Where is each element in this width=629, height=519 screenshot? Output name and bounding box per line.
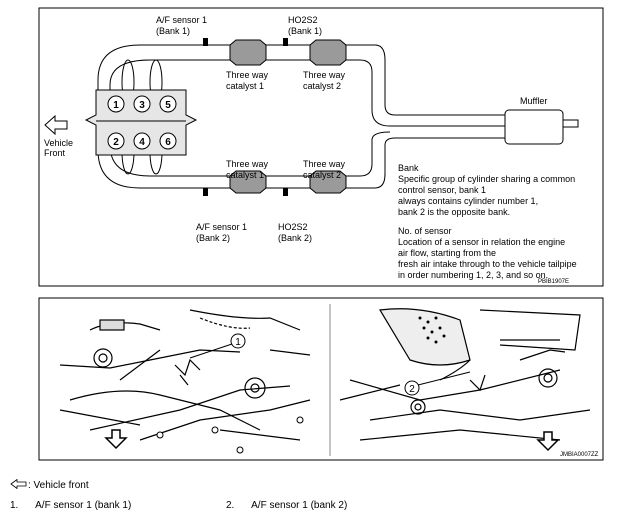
bolt-heads-left <box>156 416 304 454</box>
legend-vehicle-front: : Vehicle front <box>10 478 89 492</box>
legend-vehicle-front-label: : Vehicle front <box>28 480 89 491</box>
label-line: A/F sensor 1 <box>196 222 247 232</box>
legend-item-1-label: A/F sensor 1 (bank 1) <box>35 500 132 511</box>
label-line: always contains cylinder number 1, <box>398 196 538 206</box>
cylinder-3-label: 3 <box>139 100 145 111</box>
label-line: Three way <box>303 70 346 80</box>
label-line: air flow, starting from the <box>398 248 496 258</box>
vehicle-front-arrow-icon <box>44 114 68 136</box>
label-line: Location of a sensor in relation the eng… <box>398 237 565 247</box>
legend-item-1-number: 1. <box>10 500 19 511</box>
cylinder-4 <box>133 132 151 150</box>
label-line: catalyst 2 <box>303 81 341 91</box>
label-line: catalyst 1 <box>226 81 264 91</box>
left-photo-illustration <box>59 309 311 441</box>
label-line: (Bank 2) <box>278 233 312 243</box>
label-line: Three way <box>226 159 269 169</box>
label-line: A/F sensor 1 <box>156 15 207 25</box>
marker-1-leader <box>189 343 233 359</box>
af-sensor-bank1-icon <box>203 38 208 46</box>
label-line: catalyst 2 <box>303 170 341 180</box>
cylinder-5 <box>159 95 177 113</box>
label-line: Three way <box>226 70 269 80</box>
label-line: Front <box>44 148 66 158</box>
catalyst-bottom-2 <box>309 170 347 194</box>
label-line: No. of sensor <box>398 226 452 236</box>
legend-item-2-label: A/F sensor 1 (bank 2) <box>251 500 348 511</box>
ho2s2-bank1-label: HO2S2(Bank 1) <box>288 15 322 36</box>
label-line: HO2S2 <box>278 222 308 232</box>
cylinder-group: 1 3 5 2 4 6 <box>107 95 177 150</box>
af-sensor-bank1-label: A/F sensor 1(Bank 1) <box>156 15 207 36</box>
label-line: Vehicle <box>44 138 73 148</box>
ho2s2-bank2-icon <box>283 188 288 196</box>
muffler <box>504 109 579 145</box>
marker-2-circle <box>404 380 420 396</box>
diagram-figure-code: PBIB1907E <box>538 279 569 285</box>
catalyst-bottom-1 <box>229 170 267 194</box>
label-line: bank 2 is the opposite bank. <box>398 207 510 217</box>
label-line: (Bank 1) <box>156 26 190 36</box>
af-sensor-bank2-icon <box>203 188 208 196</box>
muffler-label: Muffler <box>520 96 547 106</box>
label-line: Specific group of cylinder sharing a com… <box>398 174 575 184</box>
label-line: Bank <box>398 163 419 173</box>
marker-1-circle <box>230 333 246 349</box>
legend-item-2: 2. A/F sensor 1 (bank 2) <box>226 500 347 512</box>
front-arrow-left-icon <box>104 429 128 450</box>
marker-2: 2 <box>409 384 415 395</box>
cylinder-2-label: 2 <box>113 137 119 148</box>
label-line: fresh air intake through to the vehicle … <box>398 259 577 269</box>
label-line: Three way <box>303 159 346 169</box>
legend-item-2-number: 2. <box>226 500 235 511</box>
label-line: HO2S2 <box>288 15 318 25</box>
label-line: catalyst 1 <box>226 170 264 180</box>
marker-1: 1 <box>235 337 241 348</box>
catalyst-top-1 <box>229 39 267 66</box>
cylinder-4-label: 4 <box>139 137 145 148</box>
cylinder-6-label: 6 <box>165 137 171 148</box>
right-photo-illustration <box>339 308 591 441</box>
label-line: (Bank 1) <box>288 26 322 36</box>
label-line: (Bank 2) <box>196 233 230 243</box>
vehicle-front-arrow-icon <box>10 478 27 490</box>
front-arrow-right-icon <box>536 431 560 452</box>
photo-figure-code: JMBIA0007ZZ <box>560 452 599 458</box>
photo-frame <box>38 297 604 461</box>
af-sensor-bank2-label: A/F sensor 1(Bank 2) <box>196 222 247 243</box>
ho2s2-bank2-label: HO2S2(Bank 2) <box>278 222 312 243</box>
sensor-location-photo: 1 2 JMBIA0007ZZ <box>38 297 604 461</box>
label-line: control sensor, bank 1 <box>398 185 486 195</box>
legend-item-1: 1. A/F sensor 1 (bank 1) <box>10 500 131 512</box>
cylinder-1-label: 1 <box>113 100 119 111</box>
cylinder-3 <box>133 95 151 113</box>
ho2s2-bank1-icon <box>283 38 288 46</box>
catalyst-top-2 <box>309 39 347 66</box>
cylinder-1 <box>107 95 125 113</box>
marker-2-leader <box>417 371 471 386</box>
cylinder-2 <box>107 132 125 150</box>
cylinder-5-label: 5 <box>165 100 171 111</box>
perforation-holes <box>418 316 446 344</box>
cylinder-6 <box>159 132 177 150</box>
label-line: in order numbering 1, 2, 3, and so on. <box>398 270 548 280</box>
